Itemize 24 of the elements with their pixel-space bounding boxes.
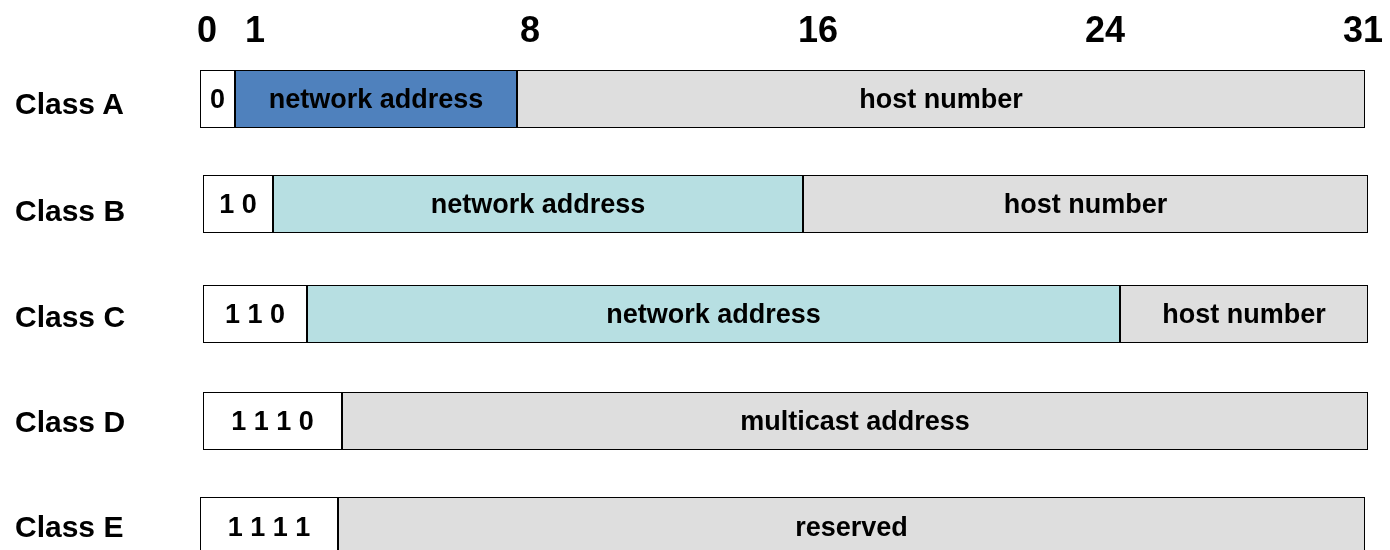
bit-position-label: 8 — [520, 12, 540, 48]
bit-position-label: 1 — [245, 12, 265, 48]
bit-field: 0 — [200, 70, 235, 128]
bit-field: 1 1 0 — [203, 285, 307, 343]
bit-field: 1 1 1 1 — [200, 497, 338, 550]
bit-position-label: 24 — [1085, 12, 1125, 48]
bit-field: host number — [1120, 285, 1368, 343]
bit-field: network address — [235, 70, 517, 128]
bit-field: 1 0 — [203, 175, 273, 233]
class-label: Class D — [15, 407, 126, 437]
class-label: Class C — [15, 302, 126, 332]
bit-position-label: 16 — [798, 12, 838, 48]
class-label: Class E — [15, 512, 124, 542]
bit-position-label: 31 — [1343, 12, 1383, 48]
bit-field: 1 1 1 0 — [203, 392, 342, 450]
bit-field: host number — [803, 175, 1368, 233]
bit-position-label: 0 — [197, 12, 217, 48]
bit-field: network address — [273, 175, 803, 233]
bit-field: reserved — [338, 497, 1365, 550]
class-label: Class B — [15, 196, 126, 226]
class-label: Class A — [15, 89, 124, 119]
bit-field: multicast address — [342, 392, 1368, 450]
bit-field: host number — [517, 70, 1365, 128]
bit-field: network address — [307, 285, 1120, 343]
